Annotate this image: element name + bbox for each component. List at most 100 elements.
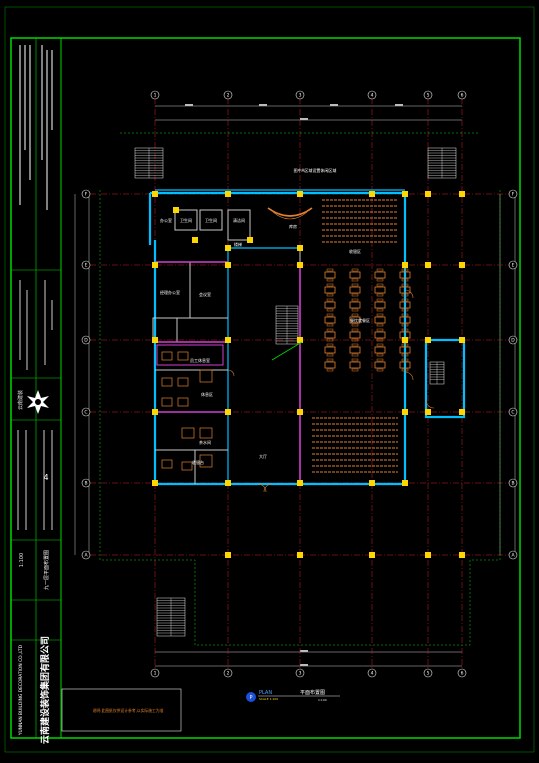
- column-marker: [297, 262, 303, 268]
- dining-chair: [351, 338, 359, 342]
- bar-counter: [267, 207, 313, 217]
- dining-chair: [401, 353, 409, 357]
- title-block-notes: [19, 45, 53, 210]
- dining-table: [399, 361, 411, 369]
- dining-chair: [401, 328, 409, 332]
- dining-chair: [351, 323, 359, 327]
- grid-bubble-row: F: [81, 189, 91, 199]
- column-marker: [225, 191, 231, 197]
- grid-bubble-row: B: [81, 478, 91, 488]
- column-marker: [297, 337, 303, 343]
- grid-bubble-row: A: [81, 550, 91, 560]
- drawing-name: 九一层平面布置图: [43, 550, 50, 590]
- grid-col-label: 5: [427, 93, 430, 99]
- grid-bubble-col: 5: [423, 668, 433, 678]
- label-toilet-2: 卫生间: [205, 217, 217, 223]
- dining-chair: [376, 278, 384, 282]
- dining-chair: [326, 323, 334, 327]
- dining-chair: [351, 293, 359, 297]
- dining-chair: [351, 283, 359, 287]
- grid-bubble-row: B: [508, 478, 518, 488]
- label-hall: 大厅: [259, 453, 267, 459]
- label-store: 库房: [289, 223, 297, 229]
- bottom-note: 说明:此图纸仅供设计参考,以实际施工为准: [93, 708, 164, 713]
- grid-bubble-col: 6: [457, 668, 467, 678]
- column-marker: [247, 237, 253, 243]
- label-cashier-area: 收银区: [349, 248, 361, 254]
- grid-col-label: 3: [299, 671, 302, 677]
- grid-bubble-row: D: [81, 335, 91, 345]
- dining-table: [324, 346, 336, 354]
- grid-bubble-col: 2: [223, 90, 233, 100]
- column-marker: [152, 480, 158, 486]
- scale-label: 1:100: [19, 553, 25, 567]
- company-logo: [27, 390, 49, 414]
- dining-table: [349, 316, 361, 324]
- sheet-border: [10, 37, 521, 739]
- column-marker: [225, 262, 231, 268]
- dining-chair: [376, 368, 384, 372]
- dining-chair: [351, 298, 359, 302]
- column-marker: [192, 237, 198, 243]
- grid-bubble-row: A: [508, 550, 518, 560]
- label-clean-room: 清洁间: [233, 217, 245, 223]
- interior-walls: [152, 209, 301, 484]
- door-swings: [227, 289, 435, 493]
- dining-table: [374, 286, 386, 294]
- dining-chair: [401, 283, 409, 287]
- column-marker: [369, 480, 375, 486]
- column-marker: [225, 552, 231, 558]
- grid-row-label: A: [84, 553, 88, 559]
- column-marker: [425, 262, 431, 268]
- grid-bubble-row: E: [508, 260, 518, 270]
- grid-bubble-row: E: [81, 260, 91, 270]
- grid-row-label: C: [84, 410, 87, 416]
- glass-partitions: [155, 261, 301, 484]
- plan-title: P PLAN SCALE 1:100 平面布置图 1:100: [246, 689, 340, 702]
- dining-table: [324, 316, 336, 324]
- dining-table: [399, 346, 411, 354]
- grid-bubble-col: 1: [150, 90, 160, 100]
- column-marker: [152, 262, 158, 268]
- top-note: 图中A区域设置休闲区域: [294, 167, 337, 173]
- sheet-number: 4: [43, 473, 48, 482]
- dining-chair: [326, 293, 334, 297]
- stair-treads: [135, 148, 456, 636]
- dining-chair: [351, 353, 359, 357]
- grid-bubble-col: 3: [295, 90, 305, 100]
- section-arrow: [271, 341, 303, 361]
- label-office: 办公室: [160, 217, 172, 223]
- column-marker: [297, 245, 303, 251]
- column-marker: [173, 207, 179, 213]
- dining-table: [349, 286, 361, 294]
- dining-table: [374, 331, 386, 339]
- dining-chair: [326, 328, 334, 332]
- column-marker: [425, 409, 431, 415]
- exterior-walls: [148, 191, 466, 486]
- label-meeting: 会议室: [199, 291, 211, 297]
- column-marker: [225, 409, 231, 415]
- column-marker: [369, 552, 375, 558]
- company-name-en: YUNNAN BUILDING DECORATION CO.,LTD: [18, 644, 24, 736]
- grid-row-label: A: [511, 553, 515, 559]
- dining-chair: [376, 283, 384, 287]
- dining-chair: [326, 343, 334, 347]
- dining-chair: [376, 323, 384, 327]
- grid-bubble-row: C: [508, 407, 518, 417]
- label-tea: 茶水间: [199, 439, 211, 445]
- grid-row-label: E: [512, 263, 515, 269]
- dining-table: [399, 271, 411, 279]
- grid-bubble-row: D: [508, 335, 518, 345]
- dining-table: [324, 331, 336, 339]
- logo-text: 云南建装: [17, 390, 24, 410]
- label-lounge: 休息区: [201, 391, 213, 397]
- dining-chair: [326, 338, 334, 342]
- column-marker: [425, 337, 431, 343]
- dining-chair: [326, 368, 334, 372]
- column-marker: [459, 409, 465, 415]
- plan-title-en: PLAN: [259, 690, 272, 696]
- grid-col-label: 1: [154, 93, 157, 99]
- grid-bubble-col: 6: [457, 90, 467, 100]
